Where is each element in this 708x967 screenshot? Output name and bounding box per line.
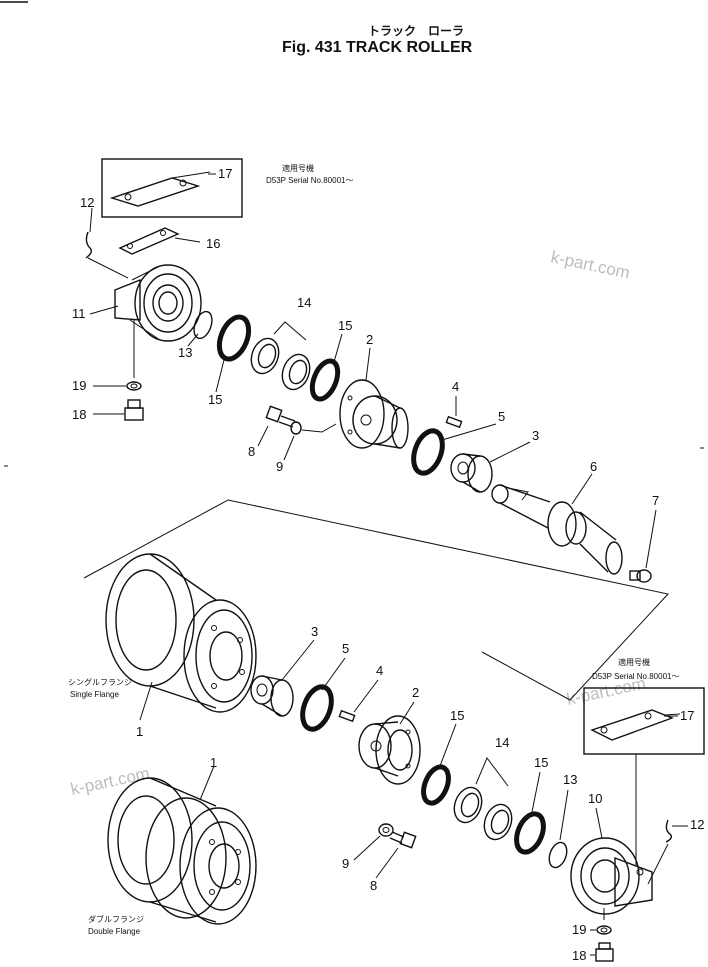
callout-8: 8 xyxy=(370,878,377,893)
callout-3: 3 xyxy=(311,624,318,639)
callout-2: 2 xyxy=(366,332,373,347)
bushing-3 xyxy=(250,675,294,717)
bushing-3 xyxy=(450,453,493,493)
applicability-serial: D53P Serial No.80001～ xyxy=(592,672,679,681)
callout-13: 13 xyxy=(178,345,192,360)
callout-12: 12 xyxy=(690,817,704,832)
title-japanese: トラック ローラ xyxy=(368,24,464,38)
callout-19: 19 xyxy=(572,922,586,937)
washer-19 xyxy=(596,925,612,935)
callout-1: 1 xyxy=(210,755,217,770)
collar-2 xyxy=(339,379,409,449)
callout-7: 7 xyxy=(652,493,659,508)
bolt-18 xyxy=(124,399,144,421)
callout-15: 15 xyxy=(208,392,222,407)
callout-15: 15 xyxy=(534,755,548,770)
caption-double: Double Flange xyxy=(88,927,141,936)
o-ring-13 xyxy=(193,310,213,340)
end-cap-10 xyxy=(570,754,653,920)
o-ring-13 xyxy=(548,841,568,869)
callout-12: 12 xyxy=(80,195,94,210)
seal-ring-15 xyxy=(309,358,341,402)
callout-10: 10 xyxy=(588,791,602,806)
callout-19: 19 xyxy=(72,378,86,393)
callout-18: 18 xyxy=(72,407,86,422)
bolt-8 xyxy=(389,831,417,849)
pin-4 xyxy=(445,415,463,429)
washer-9 xyxy=(290,421,302,435)
leader xyxy=(139,681,153,721)
callout-1: 1 xyxy=(136,724,143,739)
seal-ring-5 xyxy=(300,684,334,732)
callout-11: 11 xyxy=(72,306,86,321)
caption-single-jp: シングルフランジ xyxy=(68,677,132,687)
callout-13: 13 xyxy=(563,772,577,787)
inset-box-bottom xyxy=(583,687,705,755)
applicability-jp: 適用号機 xyxy=(618,657,650,667)
double-flange-roller xyxy=(107,777,257,925)
bolt-18 xyxy=(595,942,614,962)
callout-2: 2 xyxy=(412,685,419,700)
page-title: Fig. 431 TRACK ROLLER xyxy=(282,39,473,56)
single-flange-roller xyxy=(105,553,257,713)
callout-17: 17 xyxy=(218,166,232,181)
callout-15: 15 xyxy=(450,708,464,723)
caption-single: Single Flange xyxy=(70,690,119,699)
callout-16: 16 xyxy=(206,236,220,251)
leader xyxy=(199,765,215,801)
caption-double-jp: ダブルフランジ xyxy=(88,914,144,924)
pin-12 xyxy=(665,819,673,843)
plug-7 xyxy=(629,569,652,583)
end-cap-11 xyxy=(114,264,202,378)
collar-2 xyxy=(358,715,421,785)
leader xyxy=(647,843,669,885)
callout-17: 17 xyxy=(680,708,694,723)
callout-4: 4 xyxy=(452,379,459,394)
seal-ring-5 xyxy=(411,428,445,476)
callout-14: 14 xyxy=(495,735,509,750)
washer-19 xyxy=(126,381,142,391)
applicability-jp: 適用号機 xyxy=(282,163,314,173)
callout-8: 8 xyxy=(248,444,255,459)
washer-9 xyxy=(378,823,394,837)
callout-6: 6 xyxy=(590,459,597,474)
callout-5: 5 xyxy=(498,409,505,424)
seal-ring-15 xyxy=(216,314,252,362)
washer-9 xyxy=(382,827,390,833)
shaft-6 xyxy=(491,484,623,575)
callout-18: 18 xyxy=(572,948,586,963)
assembly-outline xyxy=(83,499,669,701)
callout-9: 9 xyxy=(342,856,349,871)
callout-9: 9 xyxy=(276,459,283,474)
callout-5: 5 xyxy=(342,641,349,656)
pin-4 xyxy=(338,709,356,723)
floating-seal-14 xyxy=(250,321,311,391)
callout-4: 4 xyxy=(376,663,383,678)
floating-seal-14 xyxy=(453,757,513,841)
plate-16 xyxy=(118,227,201,255)
watermark: k-part.com xyxy=(549,247,631,282)
seal-ring-15 xyxy=(421,764,451,806)
bolt-8 xyxy=(265,405,296,428)
callout-14: 14 xyxy=(297,295,311,310)
seal-ring-15 xyxy=(514,811,546,855)
pin-12 xyxy=(85,207,129,279)
callouts: 17 12 16 11 14 15 2 13 15 19 18 4 5 3 8 … xyxy=(72,166,704,963)
inset-box-top xyxy=(101,158,243,218)
leader xyxy=(301,423,337,433)
callout-15: 15 xyxy=(338,318,352,333)
callout-3: 3 xyxy=(532,428,539,443)
applicability-serial: D53P Serial No.80001～ xyxy=(266,176,353,185)
watermark: k-part.com xyxy=(69,764,151,799)
